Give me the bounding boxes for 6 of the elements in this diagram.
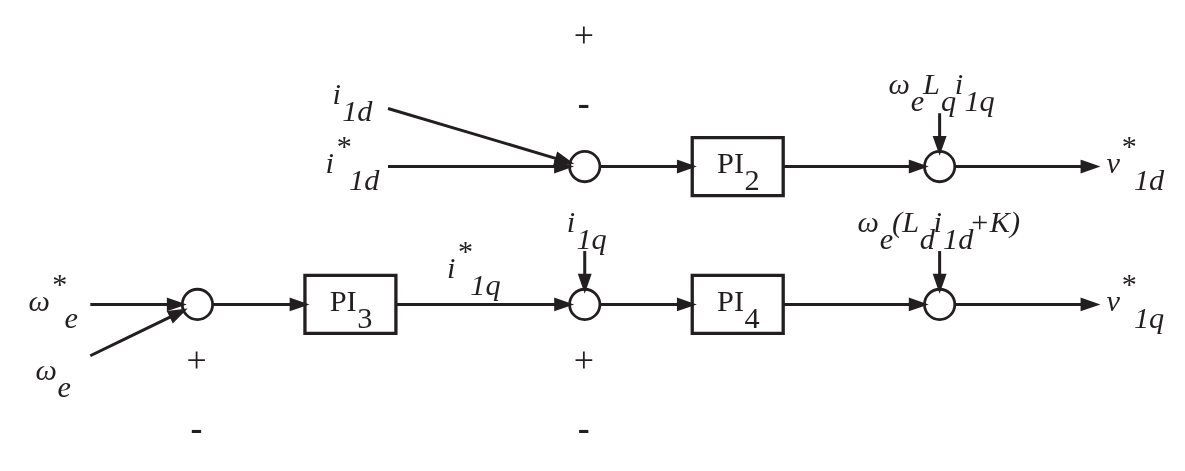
label: + (573, 15, 594, 56)
label: + (573, 340, 594, 381)
label: - (577, 82, 590, 123)
label: - (577, 407, 590, 448)
label: + (185, 340, 207, 381)
label: - (190, 407, 202, 448)
